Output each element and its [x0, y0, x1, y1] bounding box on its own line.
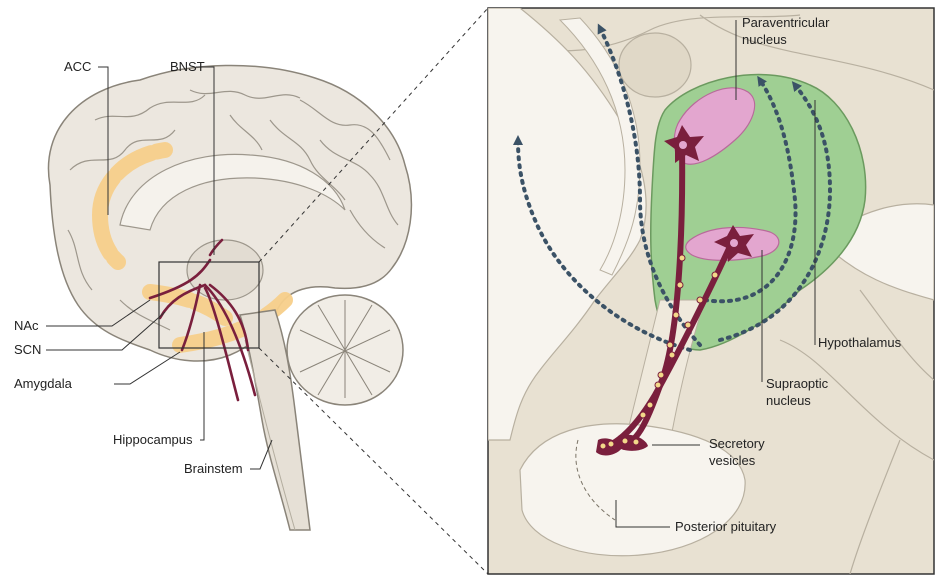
- gyri-lines: [67, 89, 399, 331]
- label-paraventricular-line1: Paraventricular: [742, 15, 830, 30]
- zoom-connector-bottom: [258, 347, 489, 575]
- label-hypothalamus: Hypothalamus: [818, 335, 902, 350]
- brain-label-leaders: [46, 66, 273, 470]
- label-secretory-line1: Secretory: [709, 436, 765, 451]
- label-acc: ACC: [64, 59, 91, 74]
- label-supraoptic-line1: Supraoptic: [766, 376, 829, 391]
- fornix: [618, 32, 692, 98]
- label-secretory-line2: vesicles: [709, 453, 756, 468]
- brainstem: [239, 309, 311, 531]
- label-amygdala: Amygdala: [14, 376, 73, 391]
- brain-illustration: [47, 64, 413, 531]
- label-scn: SCN: [14, 342, 41, 357]
- zoom-connector-top: [258, 7, 489, 263]
- hypothalamus-zoom-panel: [487, 7, 935, 575]
- oxytocin-projections: [148, 238, 257, 402]
- label-paraventricular-line2: nucleus: [742, 32, 787, 47]
- label-brainstem: Brainstem: [184, 461, 243, 476]
- label-bnst: BNST: [170, 59, 205, 74]
- cerebrum: [47, 64, 413, 362]
- secretory-vesicles: [599, 254, 719, 450]
- ventricle-space: [488, 8, 647, 441]
- cerebellum-folia: [299, 300, 391, 398]
- label-hippocampus: Hippocampus: [113, 432, 193, 447]
- label-supraoptic-line2: nucleus: [766, 393, 811, 408]
- limbic-highlight: [92, 142, 293, 353]
- tissue-outlines: [488, 14, 934, 574]
- corpus-callosum: [119, 153, 346, 231]
- oxytocin-release-arrows: [513, 23, 833, 352]
- label-posterior-pituitary: Posterior pituitary: [675, 519, 777, 534]
- label-nac: NAc: [14, 318, 39, 333]
- panel-label-leaders: [615, 20, 816, 528]
- zoom-box: [158, 261, 260, 349]
